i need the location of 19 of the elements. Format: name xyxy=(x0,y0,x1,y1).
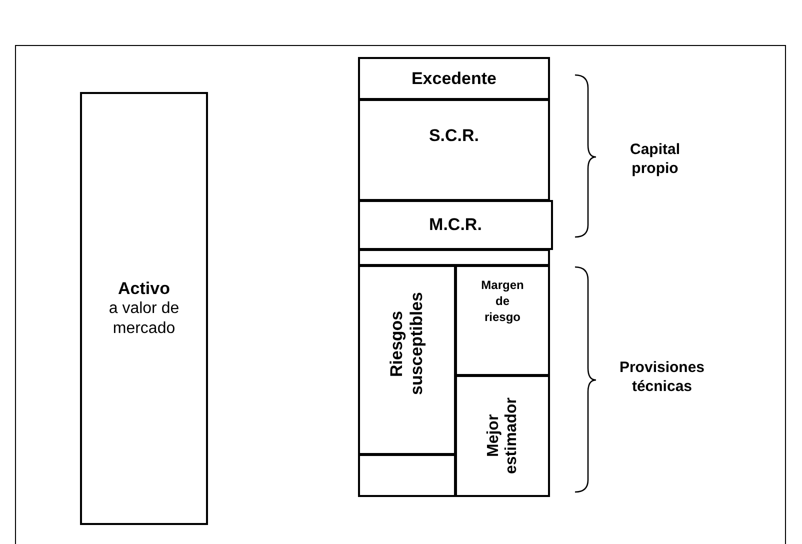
rotated-label: Riesgos susceptibles xyxy=(387,292,427,398)
stack-block xyxy=(358,99,550,201)
stack-block xyxy=(455,375,550,497)
empty-block xyxy=(358,454,456,497)
block-label: Margen de riesgo xyxy=(480,277,525,325)
block-label: Excedente xyxy=(411,68,497,90)
asset-heading: Activo xyxy=(118,278,170,298)
stack-block xyxy=(358,200,553,250)
stack-block xyxy=(80,92,208,525)
bracket-label: Provisiones técnicas xyxy=(618,358,706,396)
empty-block xyxy=(358,249,550,266)
stack-block xyxy=(358,265,456,455)
block-label: M.C.R. xyxy=(429,214,482,236)
block-label: S.C.R. xyxy=(428,125,480,147)
rotated-label: Mejor estimador xyxy=(484,396,520,476)
stack-block xyxy=(455,265,550,376)
asset-description: a valor de mercado xyxy=(108,298,180,338)
bracket-label: Capital propio xyxy=(628,140,681,178)
stack-block xyxy=(358,57,550,100)
